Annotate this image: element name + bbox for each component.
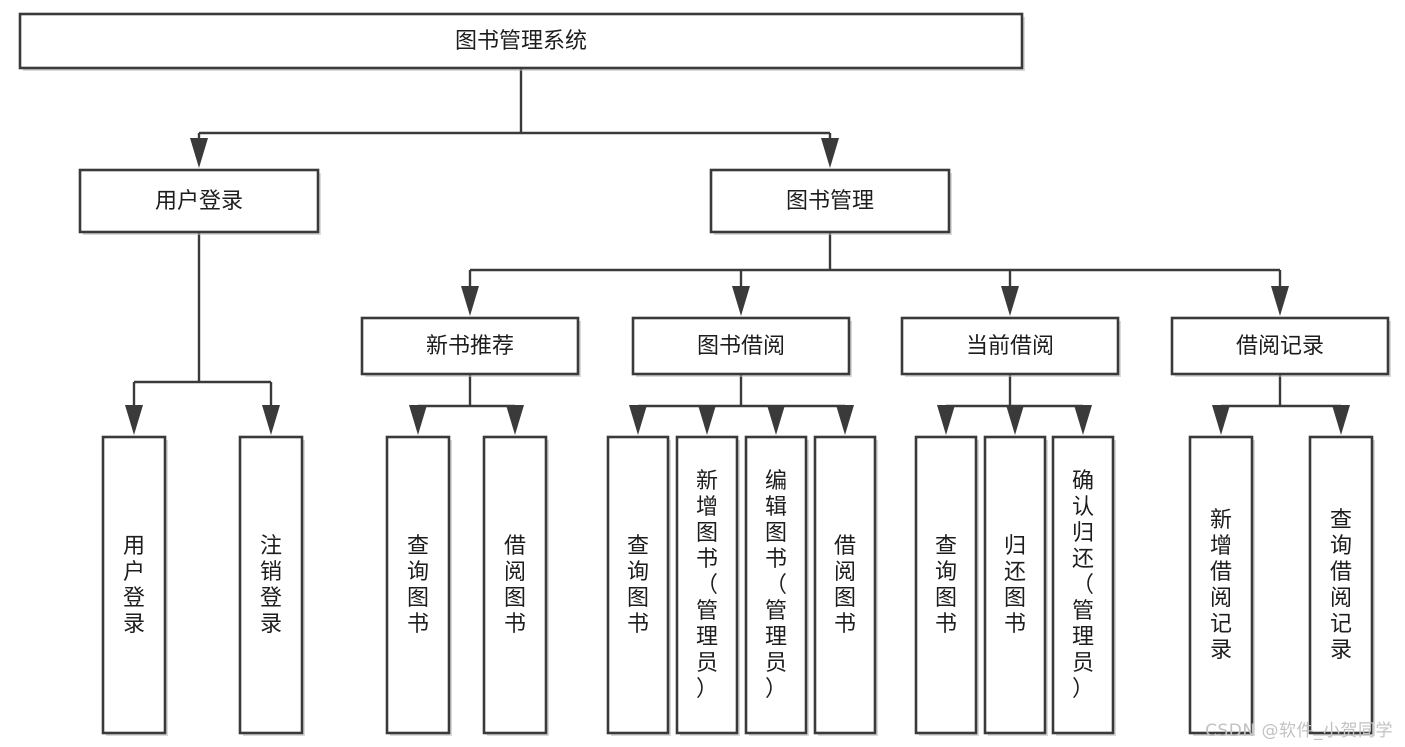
node-lf-8[interactable]: 查询图书 [914,435,979,736]
node-label: 当前借阅 [966,334,1054,359]
node-label: 新增借阅记录 [1210,508,1232,663]
node-l2-2[interactable]: 当前借阅 [900,316,1121,377]
node-label: 借阅记录 [1236,334,1324,359]
node-label: 新书推荐 [426,334,514,359]
node-label: 借阅图书 [504,534,526,637]
node-label: 查询图书 [407,534,429,637]
node-box[interactable] [1051,435,1115,735]
node-l2-1[interactable]: 图书借阅 [631,316,852,377]
arrow-head-icon-l1-1 [821,138,839,168]
node-box[interactable] [482,435,548,735]
node-l1-0[interactable]: 用户登录 [78,168,321,235]
node-box[interactable] [631,316,851,376]
node-l2-3[interactable]: 借阅记录 [1170,316,1391,377]
arrow-head-icon-lf-8 [937,405,955,435]
csdn-watermark: CSDN @软件_小贺同学 [1205,721,1393,741]
node-l1-1[interactable]: 图书管理 [709,168,952,235]
node-box[interactable] [18,12,1024,70]
node-label: 归还图书 [1004,534,1026,637]
node-box[interactable] [101,435,167,735]
arrow-head-icon-lf-6 [767,405,785,435]
node-label: 新增图书（管理员） [696,469,718,702]
node-box[interactable] [813,435,877,735]
node-root[interactable]: 图书管理系统 [18,12,1025,71]
nodes-layer: 图书管理系统用户登录图书管理新书推荐图书借阅当前借阅借阅记录用户登录注销登录查询… [18,12,1391,736]
node-label: 图书借阅 [697,334,785,359]
node-label: 查询图书 [935,534,957,637]
arrow-head-icon-lf-12 [1332,405,1350,435]
arrow-head-icon-lf-7 [836,405,854,435]
arrow-head-icon-lf-11 [1212,405,1230,435]
node-box[interactable] [900,316,1120,376]
arrow-head-icon-lf-1 [262,405,280,435]
node-lf-4[interactable]: 查询图书 [606,435,671,736]
node-label: 注销登录 [260,534,282,637]
node-label: 用户登录 [123,534,145,637]
arrow-head-icon-l2-3 [1271,286,1289,316]
node-label: 查询图书 [627,534,649,637]
node-lf-7[interactable]: 借阅图书 [813,435,878,736]
arrow-head-icon-l2-0 [461,286,479,316]
node-box[interactable] [1188,435,1254,735]
arrow-head-icon-lf-9 [1006,405,1024,435]
node-label: 确认归还（管理员） [1072,469,1094,702]
node-box[interactable] [914,435,978,735]
node-box[interactable] [983,435,1047,735]
node-label: 借阅图书 [834,534,856,637]
arrow-head-icon-lf-0 [125,405,143,435]
node-lf-5[interactable]: 新增图书（管理员） [675,435,740,736]
node-label: 编辑图书（管理员） [765,469,787,702]
node-box[interactable] [238,435,304,735]
node-lf-6[interactable]: 编辑图书（管理员） [744,435,809,736]
node-label: 查询借阅记录 [1330,508,1352,663]
node-lf-1[interactable]: 注销登录 [238,435,305,736]
node-box[interactable] [78,168,320,234]
node-box[interactable] [606,435,670,735]
node-box[interactable] [360,316,580,376]
arrow-head-icon-lf-2 [409,405,427,435]
node-lf-3[interactable]: 借阅图书 [482,435,549,736]
node-box[interactable] [1170,316,1390,376]
node-lf-11[interactable]: 新增借阅记录 [1188,435,1255,736]
node-l2-0[interactable]: 新书推荐 [360,316,581,377]
arrow-head-icon-l2-2 [1001,286,1019,316]
node-lf-0[interactable]: 用户登录 [101,435,168,736]
node-label: 图书管理系统 [455,29,587,54]
arrow-head-icon-lf-5 [698,405,716,435]
node-lf-2[interactable]: 查询图书 [385,435,452,736]
connectors-layer [125,68,1350,435]
arrow-head-icon-lf-10 [1074,405,1092,435]
node-lf-10[interactable]: 确认归还（管理员） [1051,435,1116,736]
node-label: 用户登录 [155,189,243,214]
node-box[interactable] [744,435,808,735]
arrow-head-icon-l1-0 [190,138,208,168]
node-lf-9[interactable]: 归还图书 [983,435,1048,736]
arrow-head-icon-lf-4 [629,405,647,435]
node-lf-12[interactable]: 查询借阅记录 [1308,435,1375,736]
node-label: 图书管理 [786,189,874,214]
arrow-head-icon-lf-3 [506,405,524,435]
node-box[interactable] [1308,435,1374,735]
node-box[interactable] [675,435,739,735]
node-box[interactable] [385,435,451,735]
arrow-head-icon-l2-1 [732,286,750,316]
node-box[interactable] [709,168,951,234]
